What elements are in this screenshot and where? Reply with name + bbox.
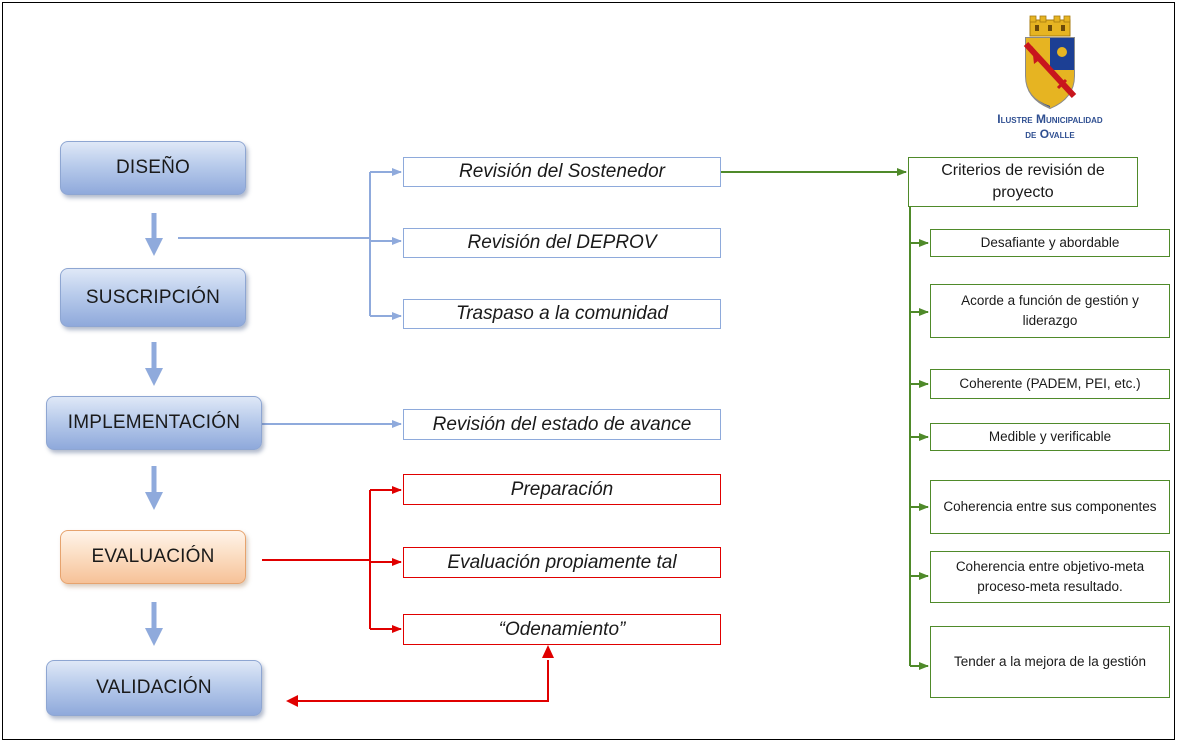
shield-icon	[1023, 37, 1077, 110]
stage-label: SUSCRIPCIÓN	[85, 286, 221, 308]
stage-label: VALIDACIÓN	[96, 677, 212, 698]
green-connectors	[721, 168, 929, 670]
criteria-item: Tender a la mejora de la gestión	[930, 626, 1170, 698]
municipality-line1: Ilustre Municipalidad	[997, 112, 1103, 126]
review-estado-avance: Revisión del estado de avance	[403, 409, 721, 440]
municipal-crest-logo	[1023, 15, 1077, 110]
municipality-line2: de Ovalle	[1025, 127, 1075, 141]
stage-label: EVALUACIÓN	[91, 546, 215, 567]
stage-implementacion: IMPLEMENTACIÓN	[46, 396, 262, 450]
criteria-item: Desafiante y abordable	[930, 229, 1170, 257]
stage-arrows	[145, 213, 163, 646]
criteria-item: Coherencia entre objetivo-meta proceso-m…	[930, 551, 1170, 603]
review-deprov: Revisión del DEPROV	[403, 228, 721, 258]
stage-validacion: VALIDACIÓN	[46, 660, 262, 716]
review-sostenedor: Revisión del Sostenedor	[403, 157, 721, 187]
crown-icon	[1029, 15, 1071, 37]
criteria-item: Coherente (PADEM, PEI, etc.)	[930, 369, 1170, 399]
stage-evaluacion: EVALUACIÓN	[60, 530, 246, 584]
criteria-item: Medible y verificable	[930, 423, 1170, 451]
criteria-item: Acorde a función de gestión y liderazgo	[930, 284, 1170, 338]
stage-diseno: DISEÑO	[60, 141, 246, 195]
criteria-item: Coherencia entre sus componentes	[930, 480, 1170, 534]
eval-step-preparacion: Preparación	[403, 474, 721, 505]
municipality-name: Ilustre Municipalidad de Ovalle	[968, 112, 1132, 142]
eval-step-propiamente: Evaluación propiamente tal	[403, 547, 721, 578]
eval-step-ordenamiento: “Odenamiento”	[403, 614, 721, 645]
stage-label: DISEÑO	[115, 157, 191, 178]
criteria-title: Criterios de revisión de proyecto	[908, 157, 1138, 207]
stage-label: IMPLEMENTACIÓN	[67, 412, 241, 433]
review-traspaso: Traspaso a la comunidad	[403, 299, 721, 329]
blue-connectors	[178, 168, 402, 428]
stage-suscripcion: SUSCRIPCIÓN	[60, 268, 246, 327]
red-connectors	[262, 486, 554, 707]
